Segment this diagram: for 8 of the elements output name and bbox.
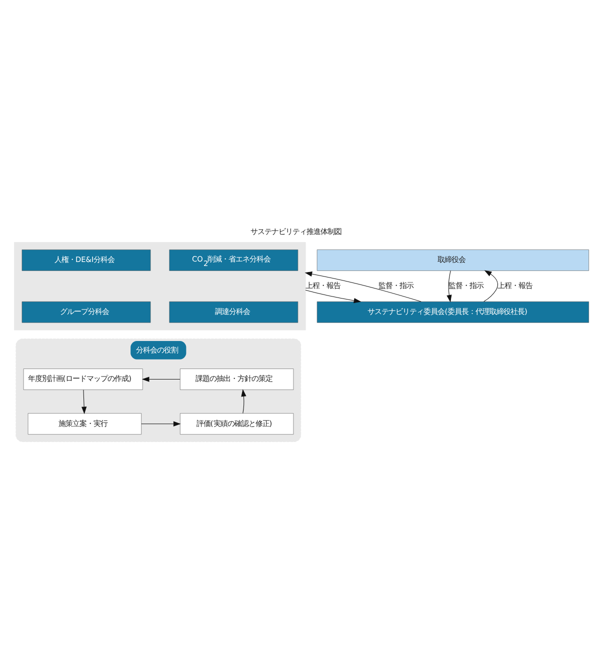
arrow [484,270,498,302]
arrow [241,388,246,414]
arrow [304,271,422,302]
arrow [305,289,362,303]
cluster [14,242,306,330]
arrow [142,376,180,382]
arrow [141,420,181,426]
arrow [82,389,87,414]
